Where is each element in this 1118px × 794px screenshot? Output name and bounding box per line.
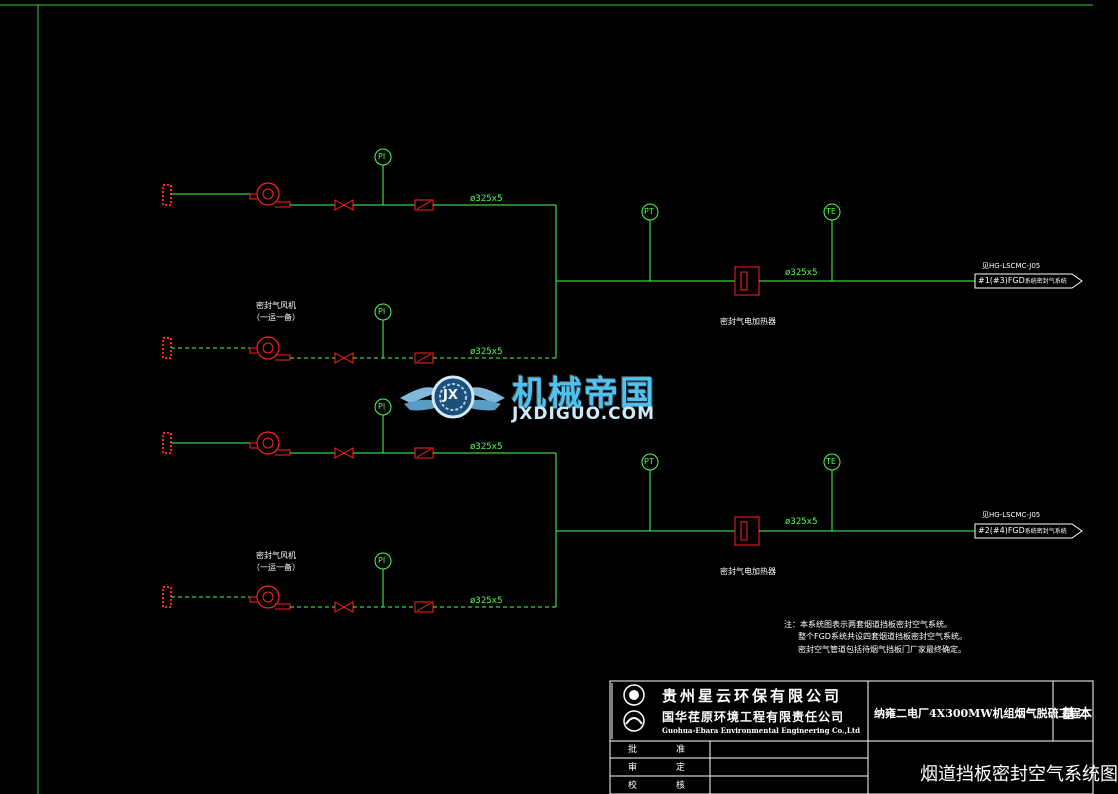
fan-label-upper-1: 密封气风机 [256, 301, 296, 310]
pipe-size-4: ø325x5 [470, 596, 503, 606]
company1-name: 贵州星云环保有限公司 [662, 687, 843, 705]
outlet-label-lower-suffix: 系统密封气系统 [1024, 528, 1067, 535]
outlet-ref-upper: 见HG-LSCMC-J05 [982, 262, 1041, 270]
main-line-upper [556, 203, 1083, 296]
title-block-frame [609, 680, 1094, 794]
approve-label-a: 批 [628, 745, 638, 755]
approve-label-b: 准 [676, 745, 686, 755]
company-en-name: Guohua-Ebara Environmental Engineering C… [662, 726, 860, 735]
outlet-label-lower-main: #2(#4)FGD [978, 526, 1025, 535]
project-name: 纳雍二电厂4X300MW机组烟气脱硫工程 [874, 707, 1081, 720]
outlet-label-upper: #1(#3)FGD系统密封气系统 [978, 276, 1067, 285]
fan-line-3 [162, 398, 556, 459]
pid-diagram [0, 4, 1094, 794]
te-label-upper: TE [826, 207, 836, 216]
fan-label-upper-2: （一运一备） [252, 313, 300, 322]
heater-label-lower: 密封气电加热器 [720, 567, 776, 576]
watermark-cn: 机械帝国 [512, 374, 656, 414]
pipe-size-2: ø325x5 [470, 347, 503, 357]
company1-logo-inner [629, 690, 639, 700]
check-label-b: 核 [676, 781, 686, 791]
watermark-badge-text: JX [443, 388, 458, 403]
heater-label-upper: 密封气电加热器 [720, 317, 776, 326]
examine-label-a: 审 [628, 763, 638, 773]
fan-line-4 [162, 552, 556, 613]
design-stage: 基本 [1062, 707, 1097, 722]
pipe-size-1: ø325x5 [470, 194, 503, 204]
company2-name: 国华荏原环境工程有限责任公司 [662, 710, 845, 724]
pt-label-lower: PT [644, 457, 654, 466]
outlet-label-lower: #2(#4)FGD系统密封气系统 [978, 526, 1067, 535]
fan-line-1 [162, 148, 556, 211]
examine-label-b: 定 [676, 763, 686, 773]
pi-label-1: PI [378, 152, 386, 161]
company1-logo [623, 684, 645, 706]
pipe-size-3: ø325x5 [470, 442, 503, 452]
pt-label-upper: PT [644, 207, 654, 216]
main-line-lower [556, 453, 1083, 546]
fan-line-2 [162, 303, 556, 364]
fan-label-lower-2: （一运一备） [252, 563, 300, 572]
note-line-3: 密封空气管道包括待烟气挡板门厂家最终确定。 [798, 645, 966, 654]
pipe-size-lower-main: ø325x5 [785, 517, 818, 527]
pi-label-2: PI [378, 307, 386, 316]
pi-label-3: PI [378, 402, 386, 411]
outlet-label-upper-main: #1(#3)FGD [978, 276, 1025, 285]
te-label-lower: TE [826, 457, 836, 466]
fan-label-lower-1: 密封气风机 [256, 551, 296, 560]
pipe-size-upper-main: ø325x5 [785, 268, 818, 278]
drawing-title: 烟道挡板密封空气系统图 [920, 764, 1118, 785]
watermark-en: JXDIGUO.COM [512, 404, 656, 424]
pi-label-4: PI [378, 556, 386, 565]
note-line-2: 整个FGD系统共设四套烟道挡板密封空气系统。 [798, 632, 967, 641]
check-label-a: 校 [628, 781, 638, 791]
outlet-label-upper-suffix: 系统密封气系统 [1024, 278, 1067, 285]
company2-logo [623, 710, 645, 732]
note-line-1: 注：本系统图表示两套烟道挡板密封空气系统。 [784, 620, 952, 629]
watermark-badge-icon [400, 375, 505, 419]
company2-logo-mark [625, 717, 643, 725]
outlet-ref-lower: 见HG-LSCMC-J05 [982, 511, 1041, 519]
